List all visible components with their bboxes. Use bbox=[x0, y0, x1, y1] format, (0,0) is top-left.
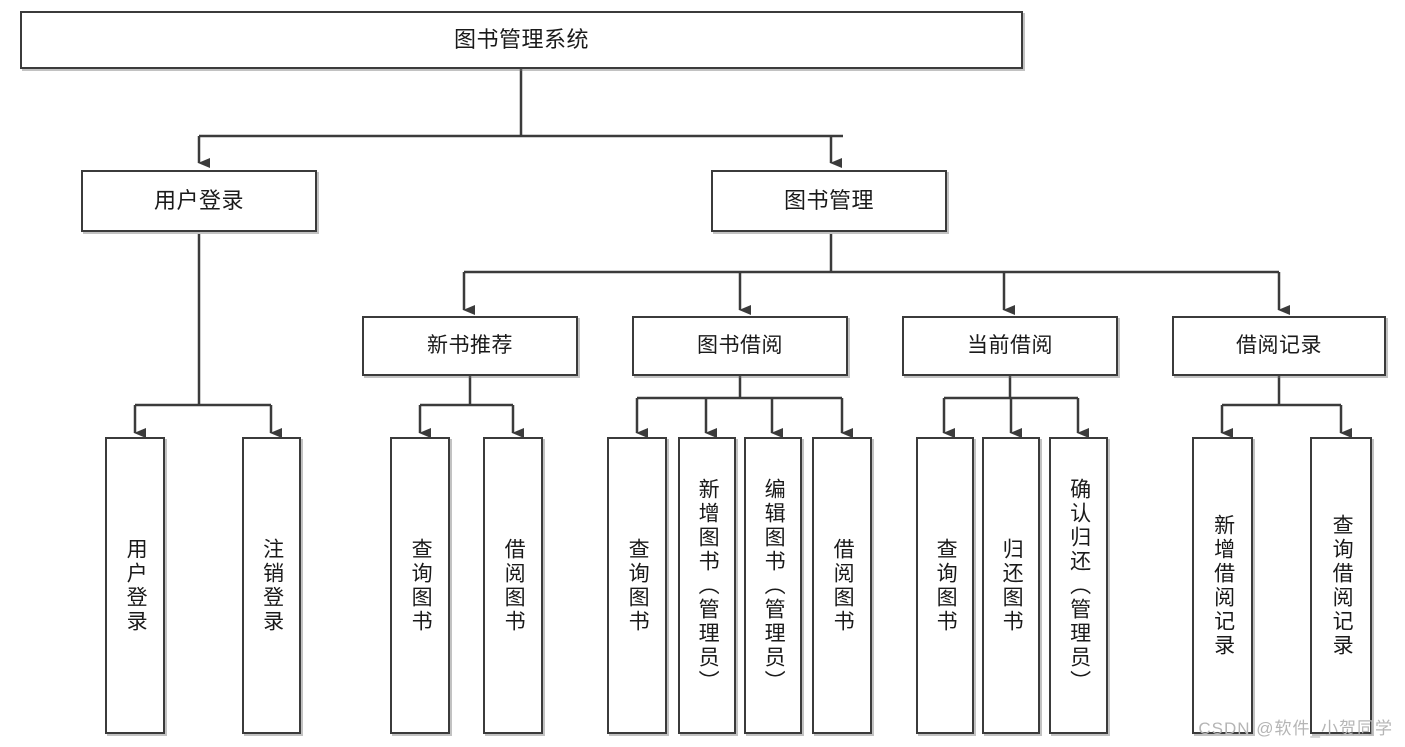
leaf-borrow-book-newbook[interactable]: 借阅图书 bbox=[483, 437, 543, 734]
node-label: 查询图书 bbox=[409, 537, 433, 634]
node-root-library-system[interactable]: 图书管理系统 bbox=[20, 11, 1023, 69]
node-label: 查询图书 bbox=[626, 537, 650, 634]
node-user-login[interactable]: 用户登录 bbox=[81, 170, 317, 232]
leaf-query-book-newbook[interactable]: 查询图书 bbox=[390, 437, 450, 734]
leaf-query-borrow-record[interactable]: 查询借阅记录 bbox=[1310, 437, 1372, 734]
node-book-borrowing[interactable]: 图书借阅 bbox=[632, 316, 848, 376]
node-label: 图书借阅 bbox=[697, 333, 783, 357]
node-label: 图书管理 bbox=[783, 188, 874, 214]
leaf-return-book[interactable]: 归还图书 bbox=[982, 437, 1040, 734]
leaf-edit-book-admin[interactable]: 编辑图书（管理员） bbox=[744, 437, 802, 734]
leaf-query-book-current[interactable]: 查询图书 bbox=[916, 437, 974, 734]
node-borrowing-records[interactable]: 借阅记录 bbox=[1172, 316, 1386, 376]
node-label: 注销登录 bbox=[260, 537, 284, 634]
leaf-logout[interactable]: 注销登录 bbox=[242, 437, 301, 734]
node-book-management[interactable]: 图书管理 bbox=[711, 170, 947, 232]
leaf-borrow-book-borrowing[interactable]: 借阅图书 bbox=[812, 437, 872, 734]
node-label: 当前借阅 bbox=[967, 333, 1053, 357]
node-label: 确认归还（管理员） bbox=[1067, 477, 1091, 694]
leaf-add-book-admin[interactable]: 新增图书（管理员） bbox=[678, 437, 736, 734]
node-label: 图书管理系统 bbox=[453, 27, 589, 53]
node-label: 新增图书（管理员） bbox=[696, 477, 720, 694]
leaf-add-borrow-record[interactable]: 新增借阅记录 bbox=[1192, 437, 1253, 734]
node-label: 用户登录 bbox=[153, 188, 244, 214]
node-label: 用户登录 bbox=[124, 537, 148, 634]
node-label: 借阅图书 bbox=[831, 537, 855, 634]
node-label: 借阅记录 bbox=[1236, 333, 1322, 357]
node-label: 归还图书 bbox=[1000, 537, 1024, 634]
node-new-book-recommendation[interactable]: 新书推荐 bbox=[362, 316, 578, 376]
node-label: 新增借阅记录 bbox=[1211, 513, 1235, 658]
leaf-user-login[interactable]: 用户登录 bbox=[105, 437, 165, 734]
leaf-confirm-return-admin[interactable]: 确认归还（管理员） bbox=[1049, 437, 1108, 734]
node-label: 编辑图书（管理员） bbox=[762, 477, 786, 694]
node-label: 查询图书 bbox=[934, 537, 958, 634]
node-current-borrowing[interactable]: 当前借阅 bbox=[902, 316, 1118, 376]
node-label: 新书推荐 bbox=[427, 333, 513, 357]
leaf-query-book-borrowing[interactable]: 查询图书 bbox=[607, 437, 667, 734]
node-label: 借阅图书 bbox=[502, 537, 526, 634]
node-label: 查询借阅记录 bbox=[1330, 513, 1354, 658]
